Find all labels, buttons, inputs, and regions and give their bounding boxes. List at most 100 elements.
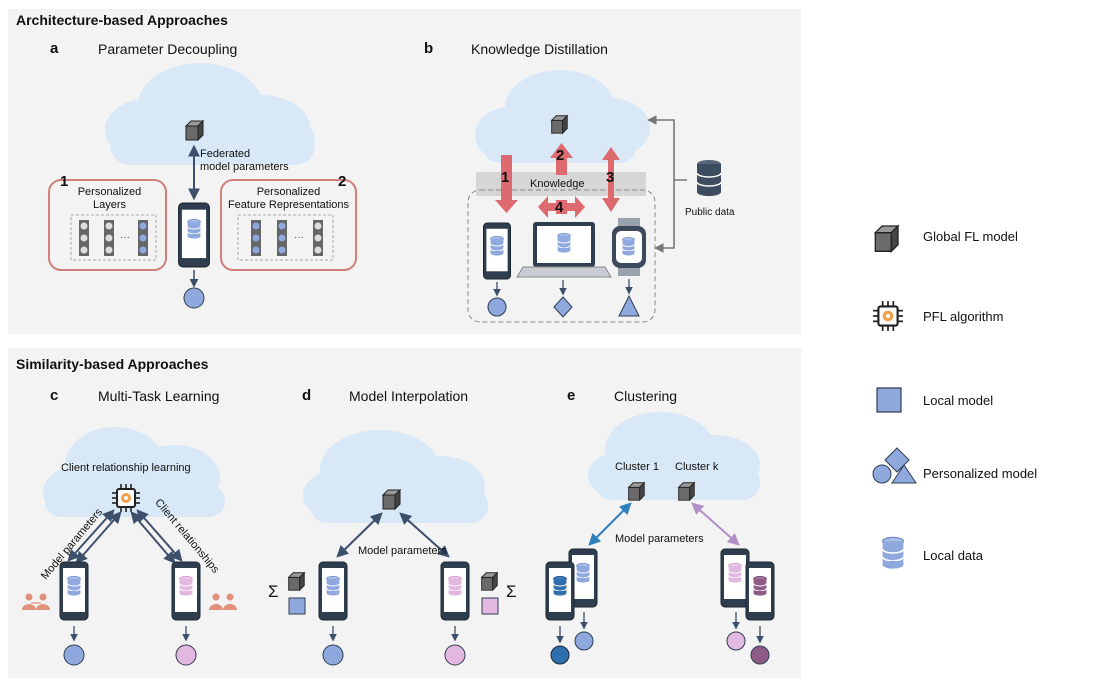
kd-number-1: 1	[501, 169, 510, 186]
section-title-similarity: Similarity-based Approaches	[16, 356, 209, 372]
personalized-model-e2	[574, 631, 594, 651]
arrow-clusterk	[691, 502, 740, 546]
personalized-circle-b	[487, 297, 507, 317]
legend-local-model-label: Local model	[923, 393, 994, 408]
global-model-cube-a	[185, 120, 204, 141]
personalized-model-e4	[750, 645, 770, 665]
cloud-b	[475, 70, 650, 163]
number-1-a: 1	[60, 173, 69, 190]
db-icon-d2	[448, 575, 462, 597]
legend-global-label: Global FL model	[923, 229, 1018, 244]
personalized-model-c1	[63, 644, 85, 666]
users-icon-c1	[22, 593, 50, 610]
panel-letter-a: a	[50, 40, 59, 57]
legend-pfl-label: PFL algorithm	[923, 309, 1004, 324]
personalized-model-c2	[175, 644, 197, 666]
legend-cube-icon	[874, 225, 899, 252]
kd-number-3: 3	[606, 169, 615, 186]
personalized-model-e3	[726, 631, 746, 651]
federated-params-label: Federated model parameters	[200, 148, 289, 173]
panel-letter-d: d	[302, 387, 312, 404]
kd-number-2: 2	[556, 147, 565, 164]
legend-shapes-icon	[872, 447, 917, 484]
layers-network	[70, 214, 157, 261]
global-cube-d1	[288, 572, 305, 591]
personalized-triangle-b	[618, 294, 640, 317]
legend-personalized-label: Personalized model	[923, 466, 1038, 481]
arrow-cluster1	[588, 502, 632, 546]
personalized-model-d2	[444, 644, 466, 666]
personalized-features-box	[220, 179, 357, 271]
local-model-d1	[288, 597, 306, 615]
cloud-d	[303, 430, 488, 523]
panel-title-a: Parameter Decoupling	[98, 41, 238, 57]
legend-chip-icon	[872, 300, 904, 332]
arrows-down-c	[70, 626, 190, 642]
arrows-down-b	[493, 279, 633, 297]
arrow-public-to-clients	[654, 180, 675, 253]
knowledge-label: Knowledge	[530, 178, 585, 190]
arrow-public-to-server	[647, 115, 687, 181]
features-network	[237, 214, 334, 261]
kd-number-4: 4	[555, 199, 564, 216]
legend-square-icon	[876, 387, 902, 413]
panel-title-e: Clustering	[614, 388, 678, 404]
svg-text:···: ···	[120, 232, 130, 243]
arrows-d	[336, 512, 450, 558]
arrows-c	[67, 509, 183, 564]
arrows-down-d	[329, 626, 459, 642]
model-parameters-label-e: Model parameters	[615, 533, 704, 545]
personalized-model-a	[183, 287, 205, 309]
panel-letter-e: e	[567, 387, 576, 404]
global-cube-d2	[481, 572, 498, 591]
panel-title-d: Model Interpolation	[349, 388, 469, 404]
sigma-symbol-d1: Σ	[268, 582, 279, 601]
panel-letter-c: c	[50, 387, 59, 404]
number-2-a: 2	[338, 173, 347, 190]
legend-local-data-label: Local data	[923, 548, 983, 563]
global-model-cube-b	[551, 115, 568, 134]
cluster1-cube	[628, 482, 645, 501]
personalized-model-d1	[322, 644, 344, 666]
section-title-architecture: Architecture-based Approaches	[16, 12, 228, 28]
db-icon-a	[187, 218, 201, 240]
personalized-diamond-b	[553, 296, 573, 318]
cluster-k-label: Cluster k	[675, 461, 719, 473]
architecture-panel-bg	[8, 9, 801, 334]
db-icon-e2	[576, 562, 590, 584]
public-data-label: Public data	[685, 207, 735, 218]
model-parameters-label-d: Model parameters	[358, 545, 447, 557]
db-icon-e3	[728, 562, 742, 584]
nn-nodes-b: ···	[251, 220, 323, 256]
global-model-cube-d	[382, 489, 401, 510]
red-arrows-b	[495, 143, 620, 218]
panel-letter-b: b	[424, 40, 434, 57]
client-relationship-learning-label: Client relationship learning	[61, 462, 191, 474]
db-icon-b2	[557, 232, 571, 254]
db-icon-c1	[67, 575, 81, 597]
local-model-d2	[481, 597, 499, 615]
db-icon-e4	[753, 575, 767, 597]
arrows-down-e	[556, 612, 764, 644]
db-icon-d1	[326, 575, 340, 597]
clients-group-b	[467, 189, 656, 323]
personalized-layers-box	[48, 179, 167, 271]
personalized-model-e1	[550, 645, 570, 665]
panel-title-c: Multi-Task Learning	[98, 388, 220, 404]
personalized-layers-label: Personalized Layers	[77, 186, 142, 211]
users-icon-c2	[209, 593, 237, 610]
db-icon-b1	[490, 235, 504, 257]
legend-db-icon	[881, 536, 905, 570]
cloud-c	[43, 427, 225, 517]
personalized-features-label: Personalized Feature Representations	[227, 186, 350, 211]
svg-text:···: ···	[294, 232, 304, 243]
cluster-1-label: Cluster 1	[615, 461, 660, 473]
clusterk-cube	[678, 482, 695, 501]
public-data-db	[696, 160, 722, 196]
db-icon-b3	[622, 237, 635, 256]
db-icon-e1	[553, 575, 567, 597]
cloud-a	[105, 63, 315, 165]
nn-nodes-a: ···	[79, 220, 148, 256]
db-icon-c2	[179, 575, 193, 597]
